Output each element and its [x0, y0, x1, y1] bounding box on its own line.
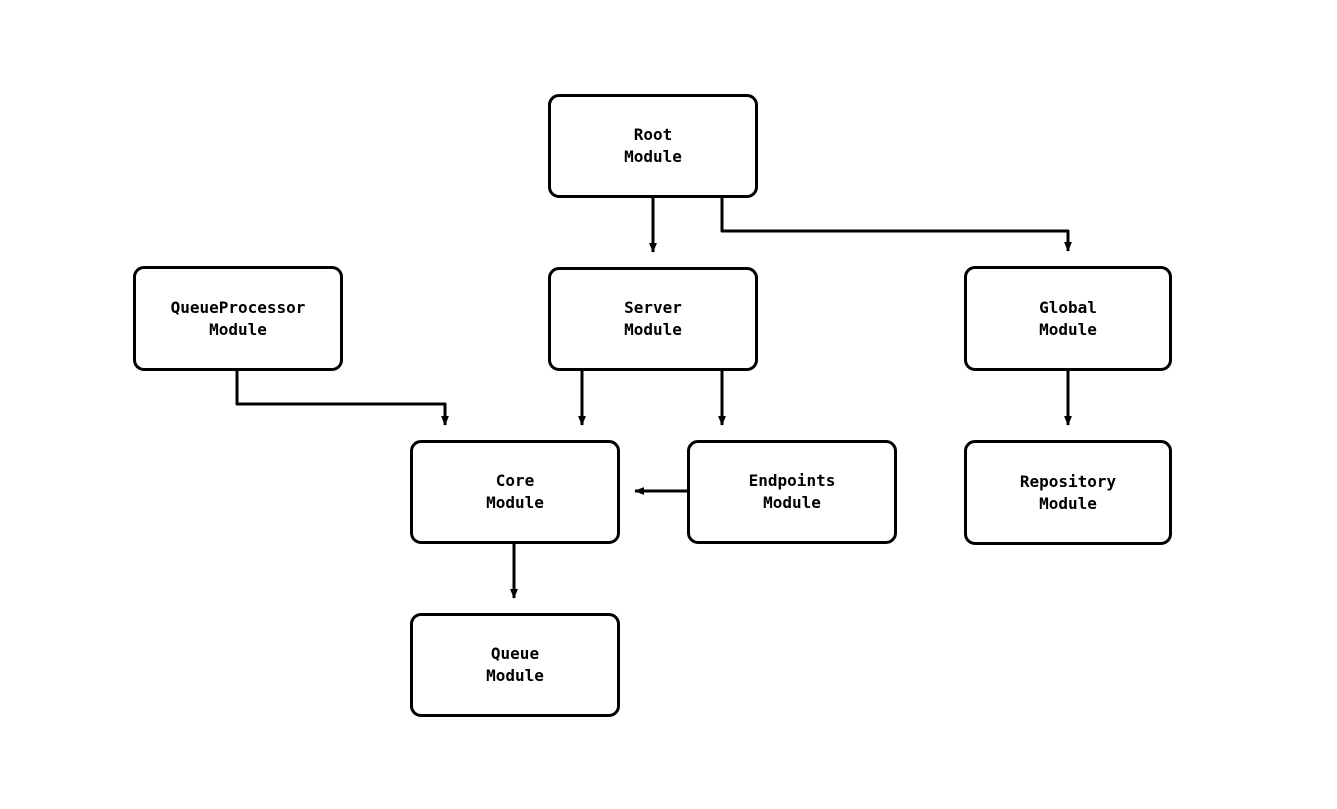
node-repository[interactable]	[964, 440, 1172, 545]
node-server[interactable]	[548, 267, 758, 371]
node-endpoints[interactable]	[687, 440, 897, 544]
node-queueprocessor[interactable]	[133, 266, 343, 371]
edge-queueprocessor-to-core	[235, 371, 449, 426]
node-root[interactable]	[548, 94, 758, 198]
node-queue[interactable]	[410, 613, 620, 717]
node-global[interactable]	[964, 266, 1172, 371]
edge-layer	[235, 198, 1072, 599]
node-core[interactable]	[410, 440, 620, 544]
edge-root-to-global	[720, 198, 1072, 252]
